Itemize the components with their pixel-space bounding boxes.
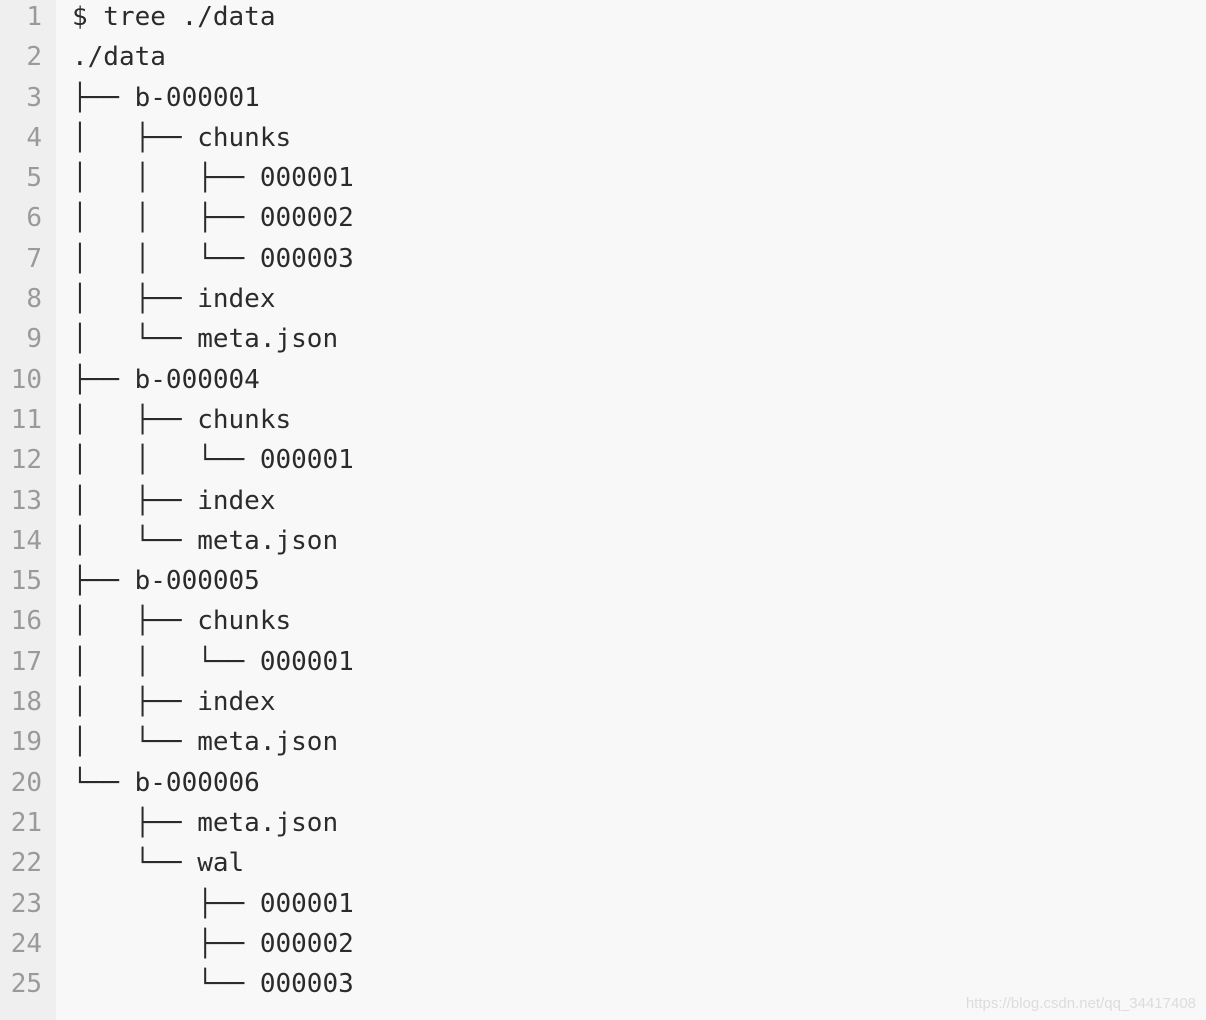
line-number: 17 xyxy=(10,646,42,677)
line-number: 2 xyxy=(26,42,42,73)
code-line: ├── 000001 xyxy=(72,888,354,919)
code-line: │ │ └── 000001 xyxy=(72,646,354,677)
code-line: │ │ └── 000003 xyxy=(72,243,354,274)
code-line: │ │ └── 000001 xyxy=(72,445,354,476)
line-number: 18 xyxy=(10,687,42,718)
code-line: │ ├── chunks xyxy=(72,606,292,637)
code-line: ├── b-000004 xyxy=(72,364,260,395)
line-number: 10 xyxy=(10,364,42,395)
line-number: 8 xyxy=(26,284,42,315)
line-number: 25 xyxy=(10,969,42,1000)
line-number: 23 xyxy=(10,888,42,919)
line-number: 5 xyxy=(26,163,42,194)
code-line: ./data xyxy=(72,42,166,73)
line-number: 19 xyxy=(10,727,42,758)
line-number: 12 xyxy=(10,445,42,476)
line-number: 4 xyxy=(26,122,42,153)
code-line: ├── b-000005 xyxy=(72,566,260,597)
code-line: │ │ ├── 000001 xyxy=(72,163,354,194)
line-number: 3 xyxy=(26,82,42,113)
code-line: │ └── meta.json xyxy=(72,324,339,355)
code-content[interactable]: $ tree ./data ./data ├── b-000001 │ ├── chu… xyxy=(56,0,1206,1020)
line-number: 16 xyxy=(10,606,42,637)
code-line: │ └── meta.json xyxy=(72,727,339,758)
code-line: ├── meta.json xyxy=(72,807,339,838)
code-line: └── b-000006 xyxy=(72,767,260,798)
line-number: 14 xyxy=(10,525,42,556)
line-number: 7 xyxy=(26,243,42,274)
code-line: │ ├── index xyxy=(72,284,276,315)
line-number: 21 xyxy=(10,807,42,838)
line-number: 1 xyxy=(26,2,42,32)
line-number: 11 xyxy=(10,404,42,435)
line-number: 13 xyxy=(10,485,42,516)
code-line: │ └── meta.json xyxy=(72,525,339,556)
line-number: 6 xyxy=(26,203,42,234)
code-line: $ tree ./data xyxy=(72,2,276,32)
code-line: │ ├── index xyxy=(72,687,276,718)
code-line: │ ├── index xyxy=(72,485,276,516)
code-line: │ ├── chunks xyxy=(72,122,292,153)
code-line: ├── 000002 xyxy=(72,928,354,959)
line-number: 15 xyxy=(10,566,42,597)
code-line: └── 000003 xyxy=(72,969,354,1000)
code-line: └── wal xyxy=(72,848,245,879)
code-line: │ ├── chunks xyxy=(72,404,292,435)
line-number: 22 xyxy=(10,848,42,879)
line-number: 9 xyxy=(26,324,42,355)
code-line: ├── b-000001 xyxy=(72,82,260,113)
code-line: │ │ ├── 000002 xyxy=(72,203,354,234)
watermark: https://blog.csdn.net/qq_34417408 xyxy=(965,995,1196,1012)
line-number: 20 xyxy=(10,767,42,798)
line-number: 24 xyxy=(10,928,42,959)
